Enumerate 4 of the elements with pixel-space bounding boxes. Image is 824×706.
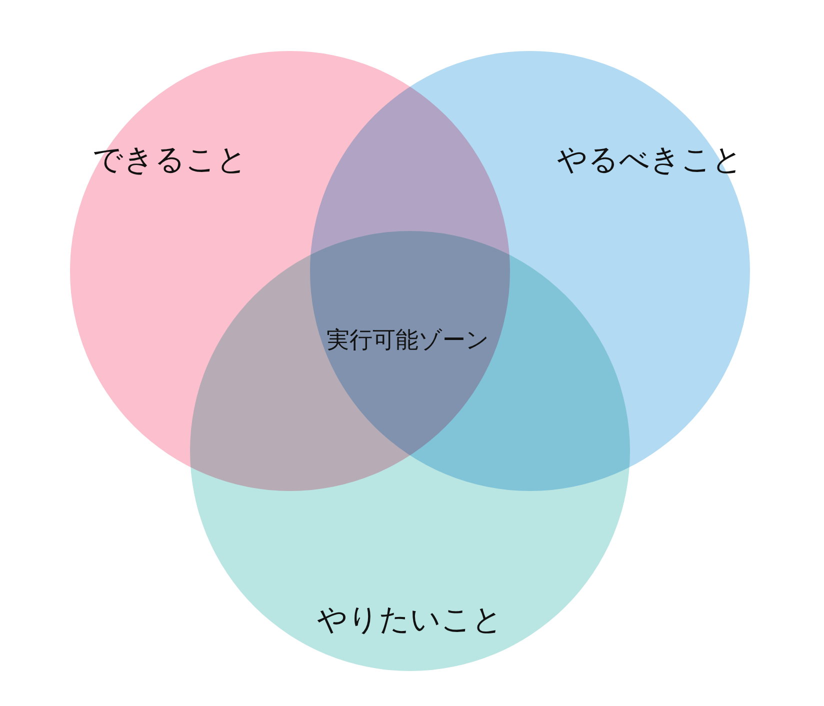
overlap-label: 実行可能ゾーン (326, 326, 490, 356)
circle-label: やりたいこと (317, 602, 503, 640)
circle-label: やるべきこと (557, 142, 743, 180)
circle-label: できること (92, 142, 248, 180)
